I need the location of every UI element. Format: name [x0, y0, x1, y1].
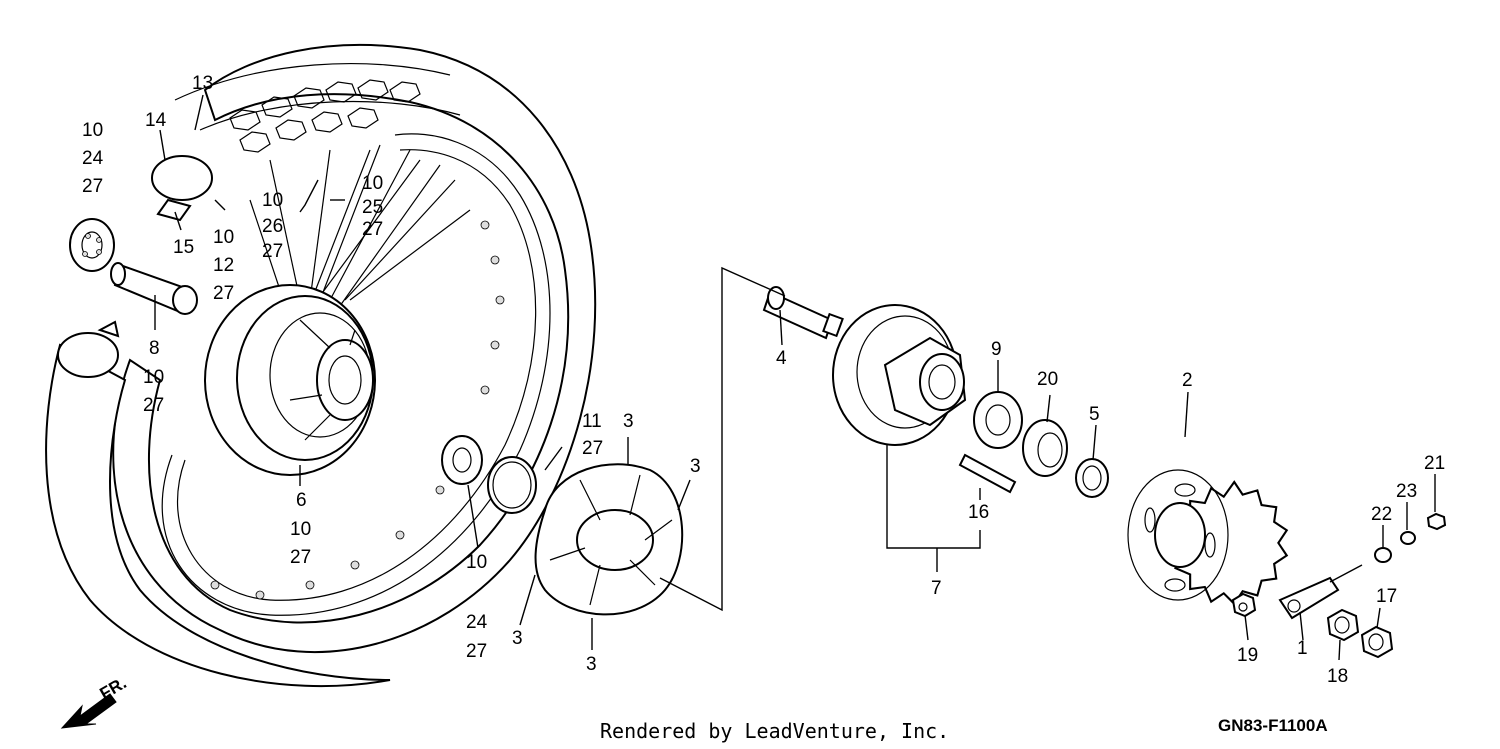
callout-27: 27 — [213, 283, 234, 304]
direction-label: FR. — [97, 673, 130, 703]
callout-13: 13 — [192, 73, 213, 94]
render-credit: Rendered by LeadVenture, Inc. — [600, 719, 949, 743]
tube — [45, 320, 391, 688]
left-bearing — [69, 218, 115, 272]
callout-3: 3 — [512, 628, 523, 649]
callout-6: 6 — [296, 490, 307, 511]
callout-16: 16 — [968, 502, 989, 523]
callout-10: 10 — [466, 552, 487, 573]
driven-flange — [832, 304, 967, 446]
callout-27: 27 — [362, 219, 383, 240]
callout-numbers: 13 14 10 24 27 15 10 12 27 10 26 27 10 2… — [82, 73, 1445, 687]
callout-20: 20 — [1037, 369, 1058, 390]
callout-12: 12 — [213, 255, 234, 276]
drive-chain-adjuster — [1278, 564, 1363, 620]
side-collar — [1075, 458, 1109, 498]
adjuster-nut — [1360, 625, 1394, 659]
callout-10: 10 — [262, 190, 283, 211]
callout-3: 3 — [623, 411, 634, 432]
callout-26: 26 — [262, 216, 283, 237]
nut-21 — [1426, 512, 1447, 531]
callout-10: 10 — [143, 367, 164, 388]
callout-18: 18 — [1327, 666, 1348, 687]
callout-3: 3 — [690, 456, 701, 477]
callout-27: 27 — [290, 547, 311, 568]
diagram-code: GN83-F1100A — [1218, 716, 1328, 735]
callout-1: 1 — [1297, 638, 1308, 659]
callout-23: 23 — [1396, 481, 1417, 502]
final-driven-sprocket — [1127, 469, 1289, 606]
callout-21: 21 — [1424, 453, 1445, 474]
callout-14: 14 — [145, 110, 167, 131]
stud-bolt — [958, 453, 1017, 494]
wheel-dampers — [534, 463, 684, 616]
rim-band — [151, 155, 213, 222]
callout-27: 27 — [262, 241, 283, 262]
callout-15: 15 — [173, 237, 194, 258]
o-ring — [487, 456, 537, 514]
callout-4: 4 — [776, 348, 787, 369]
callout-24: 24 — [82, 148, 104, 169]
callout-19: 19 — [1237, 645, 1258, 666]
axle-nut — [1326, 608, 1360, 642]
callout-9: 9 — [991, 339, 1002, 360]
callout-3: 3 — [586, 654, 597, 675]
callout-7: 7 — [931, 578, 942, 599]
distance-collar — [110, 262, 198, 315]
callout-5: 5 — [1089, 404, 1100, 425]
tire — [112, 44, 597, 654]
callout-8: 8 — [149, 338, 160, 359]
oil-seal — [1022, 419, 1068, 477]
callout-24: 24 — [466, 612, 488, 633]
front-direction-indicator: FR. — [60, 673, 130, 729]
rear-wheel-hub — [204, 284, 376, 476]
callout-10: 10 — [362, 173, 383, 194]
callout-11: 11 — [582, 411, 602, 432]
callout-25: 25 — [362, 197, 383, 218]
washer-23 — [1400, 531, 1416, 545]
callout-27: 27 — [143, 395, 164, 416]
washer-22 — [1374, 547, 1392, 563]
rear-axle — [762, 286, 844, 340]
leader-lines — [154, 94, 1436, 661]
callout-10: 10 — [290, 519, 311, 540]
callout-10: 10 — [213, 227, 234, 248]
callout-17: 17 — [1376, 586, 1397, 607]
flange-bearing — [973, 391, 1023, 449]
callout-2: 2 — [1182, 370, 1193, 391]
callout-10: 10 — [82, 120, 103, 141]
callout-27: 27 — [466, 641, 487, 662]
right-bearing — [441, 435, 483, 485]
callout-27: 27 — [582, 438, 603, 459]
callout-27: 27 — [82, 176, 103, 197]
sprocket-nut — [1231, 592, 1257, 618]
arrow-down-left-icon — [60, 693, 117, 729]
callout-22: 22 — [1371, 504, 1392, 525]
